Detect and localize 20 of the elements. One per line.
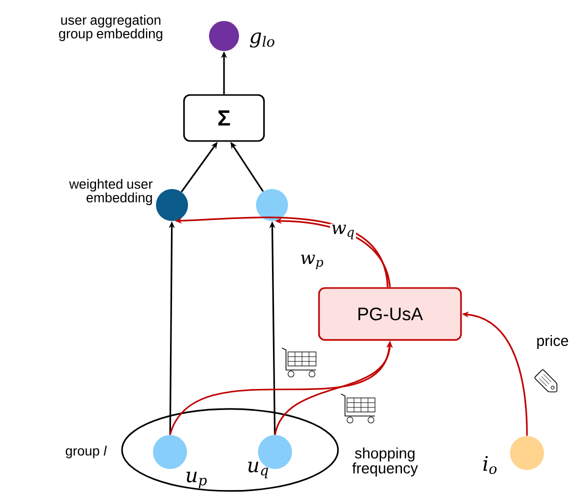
module-box: PG-UsA bbox=[318, 287, 462, 341]
math-label: u$_{p}$ bbox=[186, 472, 207, 488]
embedding-node bbox=[209, 21, 239, 51]
node-caption: user aggregation group embedding bbox=[59, 14, 162, 42]
node-caption: group l bbox=[66, 446, 107, 458]
user-node bbox=[258, 434, 292, 469]
sum-box: Σ bbox=[183, 94, 265, 142]
text-label: shopping frequency bbox=[352, 448, 418, 476]
math-label: g$_{lo}$ bbox=[250, 32, 274, 48]
math-label: u$_{q}$ bbox=[248, 462, 268, 478]
embedding-node bbox=[156, 188, 188, 221]
text-label: price bbox=[537, 335, 568, 349]
user-node bbox=[153, 434, 187, 469]
math-label: i$_{o}$ bbox=[483, 456, 497, 474]
item-node bbox=[510, 436, 544, 470]
embedding-node bbox=[256, 188, 288, 221]
group-ellipse bbox=[121, 408, 339, 492]
edge-label: w$_{q}$ bbox=[332, 224, 354, 240]
node-caption: weighted user embedding bbox=[69, 178, 153, 206]
edge-label: w$_{p}$ bbox=[301, 254, 324, 270]
